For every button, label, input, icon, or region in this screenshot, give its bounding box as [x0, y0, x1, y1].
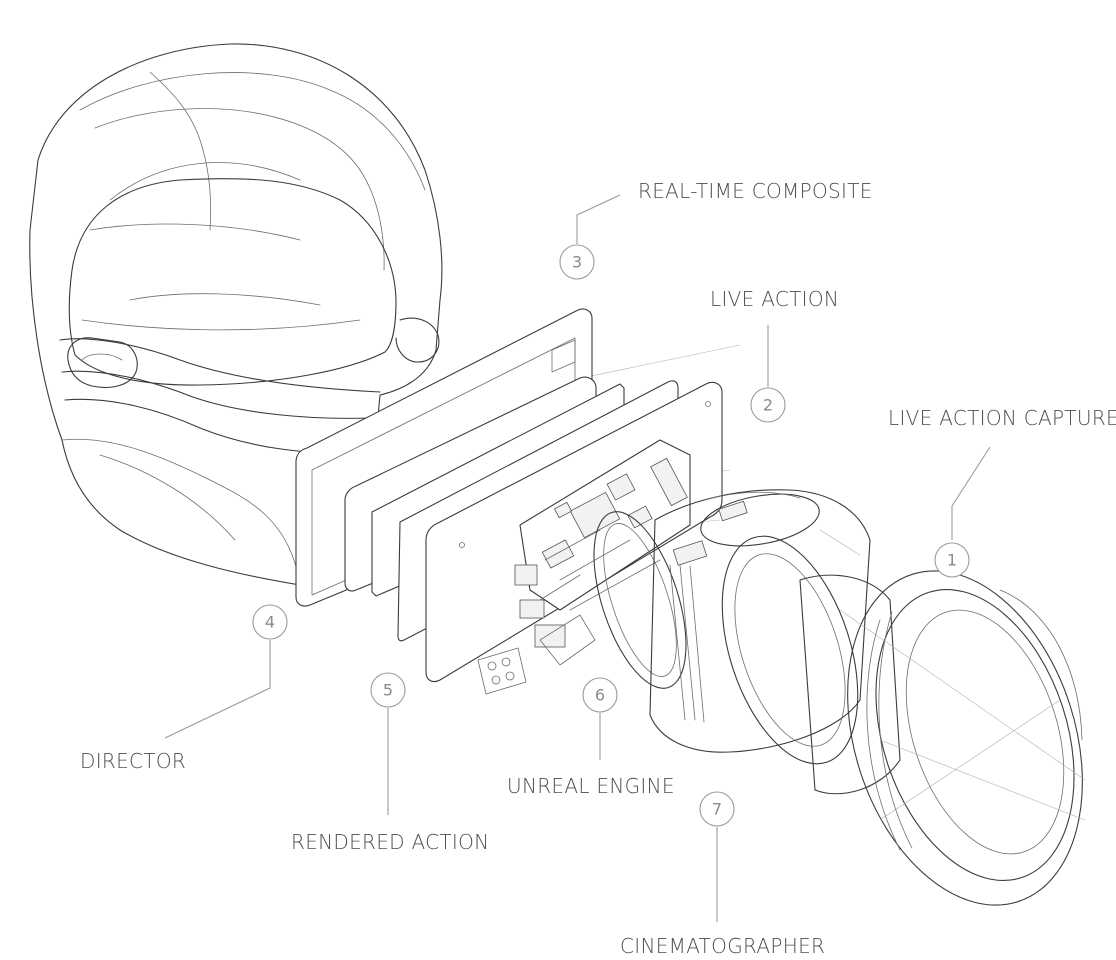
callout-2: 2 LIVE ACTION [710, 287, 839, 423]
callout-1-leader [951, 446, 991, 540]
callout-6: 6 UNREAL ENGINE [507, 677, 675, 798]
callout-7-badge [699, 791, 735, 827]
callout-4-number: 4 [265, 613, 275, 632]
callout-1-badge [934, 542, 970, 578]
callout-3-badge [559, 244, 595, 280]
callout-7: 7 CINEMATOGRAPHER [620, 791, 825, 958]
callout-6-badge [582, 677, 618, 713]
callout-7-label: CINEMATOGRAPHER [620, 934, 825, 958]
callout-5: 5 RENDERED ACTION [291, 672, 489, 854]
callout-1-label: LIVE ACTION CAPTURE [888, 406, 1116, 430]
callout-4-badge [252, 604, 288, 640]
callout-6-label: UNREAL ENGINE [507, 774, 675, 798]
callout-5-badge [370, 672, 406, 708]
callout-3-label: REAL-TIME COMPOSITE [638, 179, 873, 203]
callout-1-number: 1 [947, 551, 957, 570]
circuit-board-drawing [477, 439, 691, 695]
callout-6-number: 6 [595, 686, 605, 705]
callout-5-label: RENDERED ACTION [291, 830, 489, 854]
callout-2-number: 2 [763, 396, 773, 415]
callout-7-number: 7 [712, 800, 722, 819]
display-panels-drawing [295, 308, 741, 695]
callout-3-leader [576, 194, 621, 244]
callout-5-number: 5 [383, 681, 393, 700]
callout-2-label: LIVE ACTION [710, 287, 839, 311]
callout-3-number: 3 [572, 253, 582, 272]
callout-2-badge [750, 387, 786, 423]
callout-4-label: DIRECTOR [80, 749, 186, 773]
callout-4-leader [164, 640, 271, 739]
camera-lens-drawing [593, 489, 1086, 906]
callout-3: 3 REAL-TIME COMPOSITE [559, 179, 873, 280]
callout-4: 4 DIRECTOR [80, 604, 288, 773]
callout-1: 1 LIVE ACTION CAPTURE [888, 406, 1116, 578]
